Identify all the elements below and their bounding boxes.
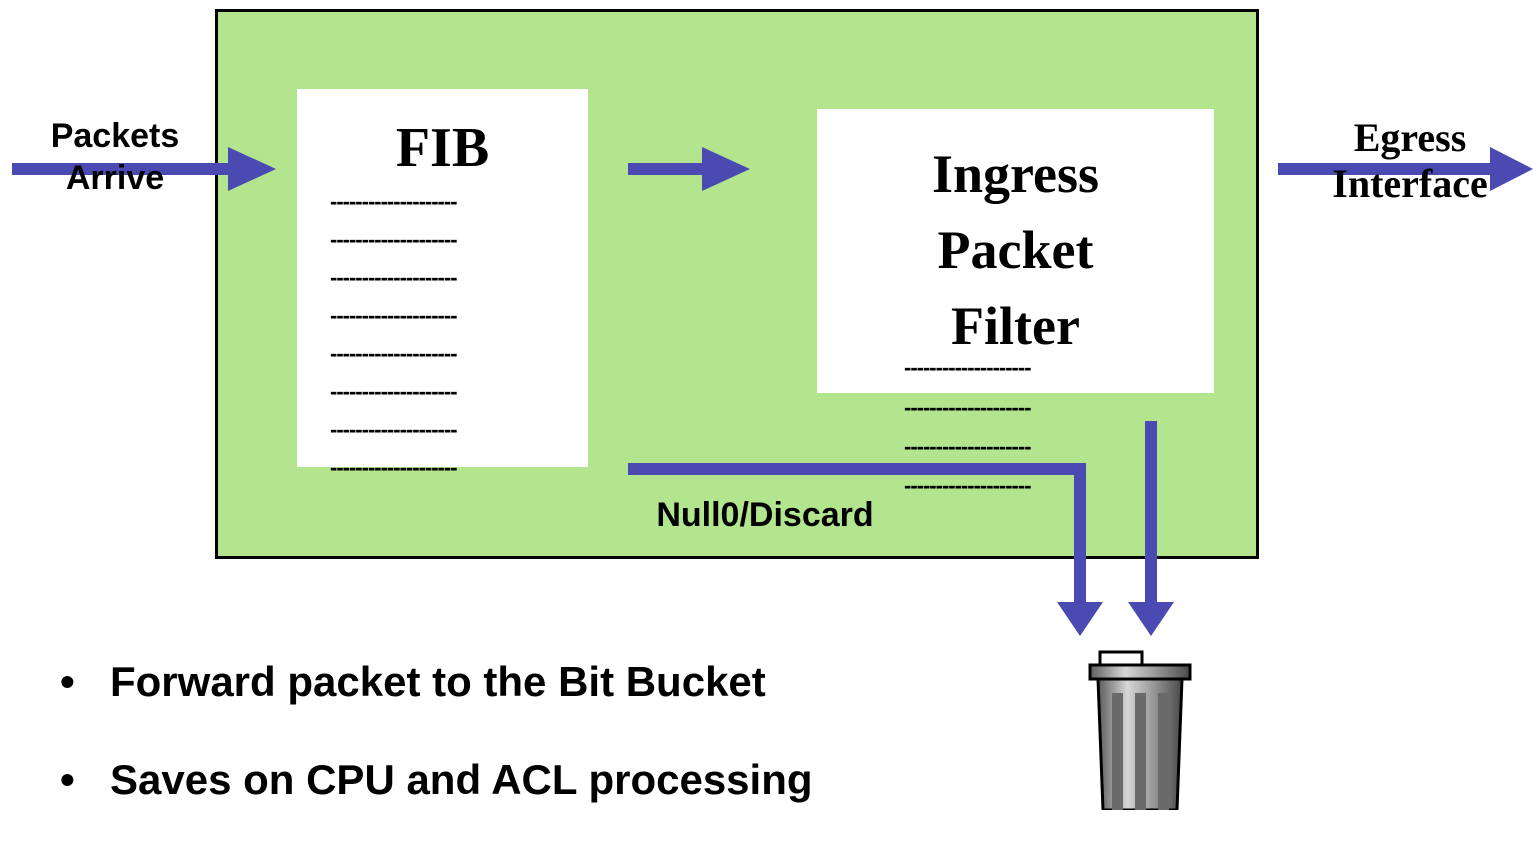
ingress-filter-table	[817, 109, 1214, 393]
bullet-text: Saves on CPU and ACL processing	[110, 756, 813, 803]
packets-arrive-arrow	[12, 147, 276, 191]
fib-table	[297, 89, 588, 467]
null0-discard-label: Null0/Discard	[656, 496, 874, 534]
fib-entry-5: --------------------	[330, 341, 458, 366]
arrows-layer	[12, 147, 1533, 810]
fib-entry-4: --------------------	[330, 303, 458, 328]
egress-interface-label: Egress Interface	[1332, 115, 1488, 206]
bullet-list: • Forward packet to the Bit Bucket • Saves…	[60, 650, 813, 846]
fib-entry-7: --------------------	[330, 417, 458, 442]
fib-entry-3: --------------------	[330, 265, 458, 290]
trash-can-icon	[1088, 650, 1192, 810]
filter-entry-2: --------------------	[904, 395, 1032, 420]
bullet-item: • Forward packet to the Bit Bucket	[60, 650, 813, 748]
filter-entry-3: --------------------	[904, 434, 1032, 459]
null0-discard-arrow	[628, 463, 1103, 636]
packets-arrive-label: Packets Arrive	[50, 117, 180, 197]
bullet-dot: •	[60, 756, 75, 803]
fib-entry-1: --------------------	[330, 189, 458, 214]
ingress-filter-title: Ingress Packet Filter	[931, 144, 1100, 356]
fib-entry-6: --------------------	[330, 379, 458, 404]
filter-entry-1: --------------------	[904, 355, 1032, 380]
bullet-text: Forward packet to the Bit Bucket	[110, 658, 766, 705]
fib-entry-2: --------------------	[330, 227, 458, 252]
bullet-item: • Saves on CPU and ACL processing	[60, 748, 813, 846]
fib-entry-8: --------------------	[330, 455, 458, 480]
filter-drop-arrow	[1128, 421, 1174, 636]
fib-to-filter-arrow	[628, 147, 750, 191]
egress-arrow	[1278, 147, 1533, 191]
fib-title: FIB	[395, 117, 490, 179]
bullet-dot: •	[60, 658, 75, 705]
filter-entry-4: --------------------	[904, 473, 1032, 498]
